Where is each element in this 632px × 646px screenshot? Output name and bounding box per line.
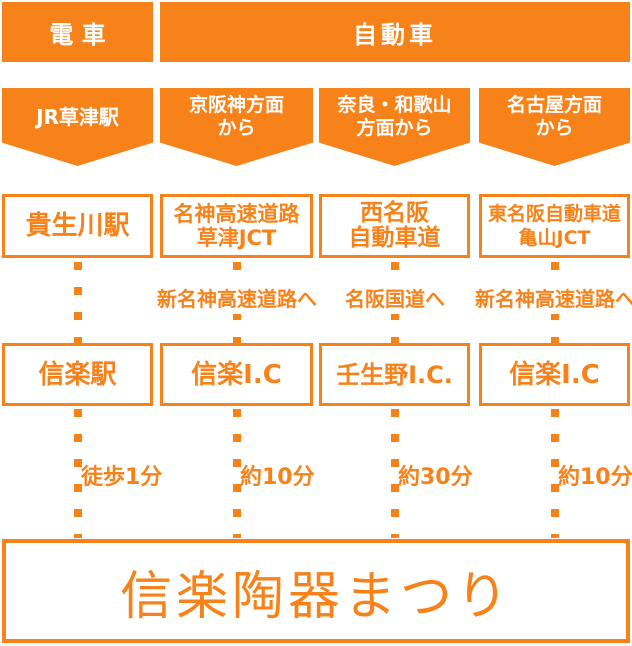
origin-label: 奈良・和歌山 方面から (337, 94, 452, 139)
junction-box-meishin-kusatsu-jct: 名神高速道路 草津JCT (160, 194, 313, 258)
car-header-bar: 自動車 (160, 2, 630, 62)
road-name-label: 新名神高速道路へ (157, 284, 317, 314)
station-box-shigaraki: 信楽駅 (2, 343, 153, 406)
interchange-box-mibuno-ic: 壬生野I.C. (319, 343, 470, 406)
origin-chevron-jr-kusatsu: JR草津駅 (2, 88, 153, 166)
train-header-bar: 電 車 (2, 2, 153, 62)
travel-time-label: 徒歩1分 (81, 465, 163, 490)
origin-chevron-nara-wakayama: 奈良・和歌山 方面から (319, 88, 470, 166)
interchange-box-shigaraki-ic: 信楽I.C (479, 343, 630, 406)
dotted-connector (74, 409, 82, 538)
road-name-label: 名阪国道へ (345, 284, 445, 314)
destination-title: 信楽陶器まつり (119, 566, 512, 627)
origin-chevron-nagoya: 名古屋方面 から (479, 88, 630, 166)
junction-box-higashimeihan-kameyama-jct: 東名阪自動車道 亀山JCT (479, 194, 630, 258)
travel-time-label: 約10分 (240, 465, 315, 490)
road-name-label: 新名神高速道路へ (475, 284, 632, 314)
junction-box-nishimeihan-expressway: 西名阪 自動車道 (319, 194, 470, 258)
origin-label: 名古屋方面 から (506, 94, 602, 139)
origin-label: 京阪神方面 から (188, 94, 284, 139)
interchange-box-shigaraki-ic: 信楽I.C (160, 343, 313, 406)
dotted-connector (233, 409, 241, 538)
travel-time-label: 約30分 (398, 465, 473, 490)
origin-chevron-keihanshin: 京阪神方面 から (160, 88, 313, 166)
dotted-connector (74, 262, 82, 343)
car-header-label: 自動車 (353, 20, 437, 49)
train-header-label: 電 車 (49, 20, 106, 49)
dotted-connector (391, 409, 399, 538)
station-box-kibukawa: 貴生川駅 (2, 194, 153, 258)
destination-box: 信楽陶器まつり (2, 539, 630, 643)
dotted-connector (551, 409, 559, 538)
travel-time-label: 約10分 (558, 465, 632, 490)
origin-label: JR草津駅 (36, 104, 119, 129)
